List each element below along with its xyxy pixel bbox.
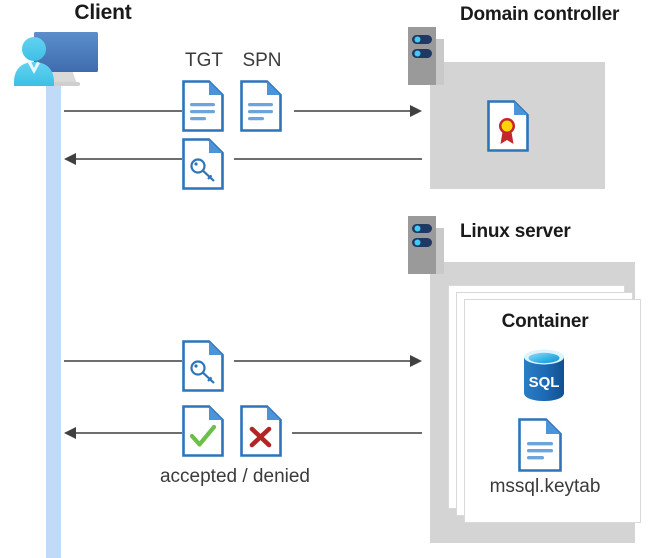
message-arrow-4 [64,427,422,439]
sql-database-icon: SQL [519,347,569,403]
tgt-document-icon [182,80,224,132]
keytab-document-icon [518,418,562,472]
keytab-filename-label: mssql.keytab [489,476,601,497]
domain-controller-title: Domain controller [460,4,620,25]
spn-label: SPN [242,50,282,71]
denied-document-icon [240,405,282,457]
client-lifeline [46,62,61,558]
message-arrow-1 [64,105,422,117]
spn-document-icon [240,80,282,132]
server-rack-icon-domain-controller [408,27,444,85]
message-arrow-3 [64,355,422,367]
accepted-document-icon [182,405,224,457]
svg-text:SQL: SQL [529,374,560,391]
certificate-document-icon [487,100,529,152]
linux-server-title: Linux server [460,221,571,242]
client-workstation-icon [8,24,104,90]
accepted-denied-label: accepted / denied [159,466,310,487]
message-arrow-2 [64,153,422,165]
server-rack-icon-linux-server [408,216,444,274]
client-title: Client [74,1,132,24]
key-document-icon-ticket [182,138,224,190]
key-document-icon-request [182,340,224,392]
container-title: Container [501,311,589,332]
tgt-label: TGT [185,50,223,71]
container-card-front [464,299,641,523]
